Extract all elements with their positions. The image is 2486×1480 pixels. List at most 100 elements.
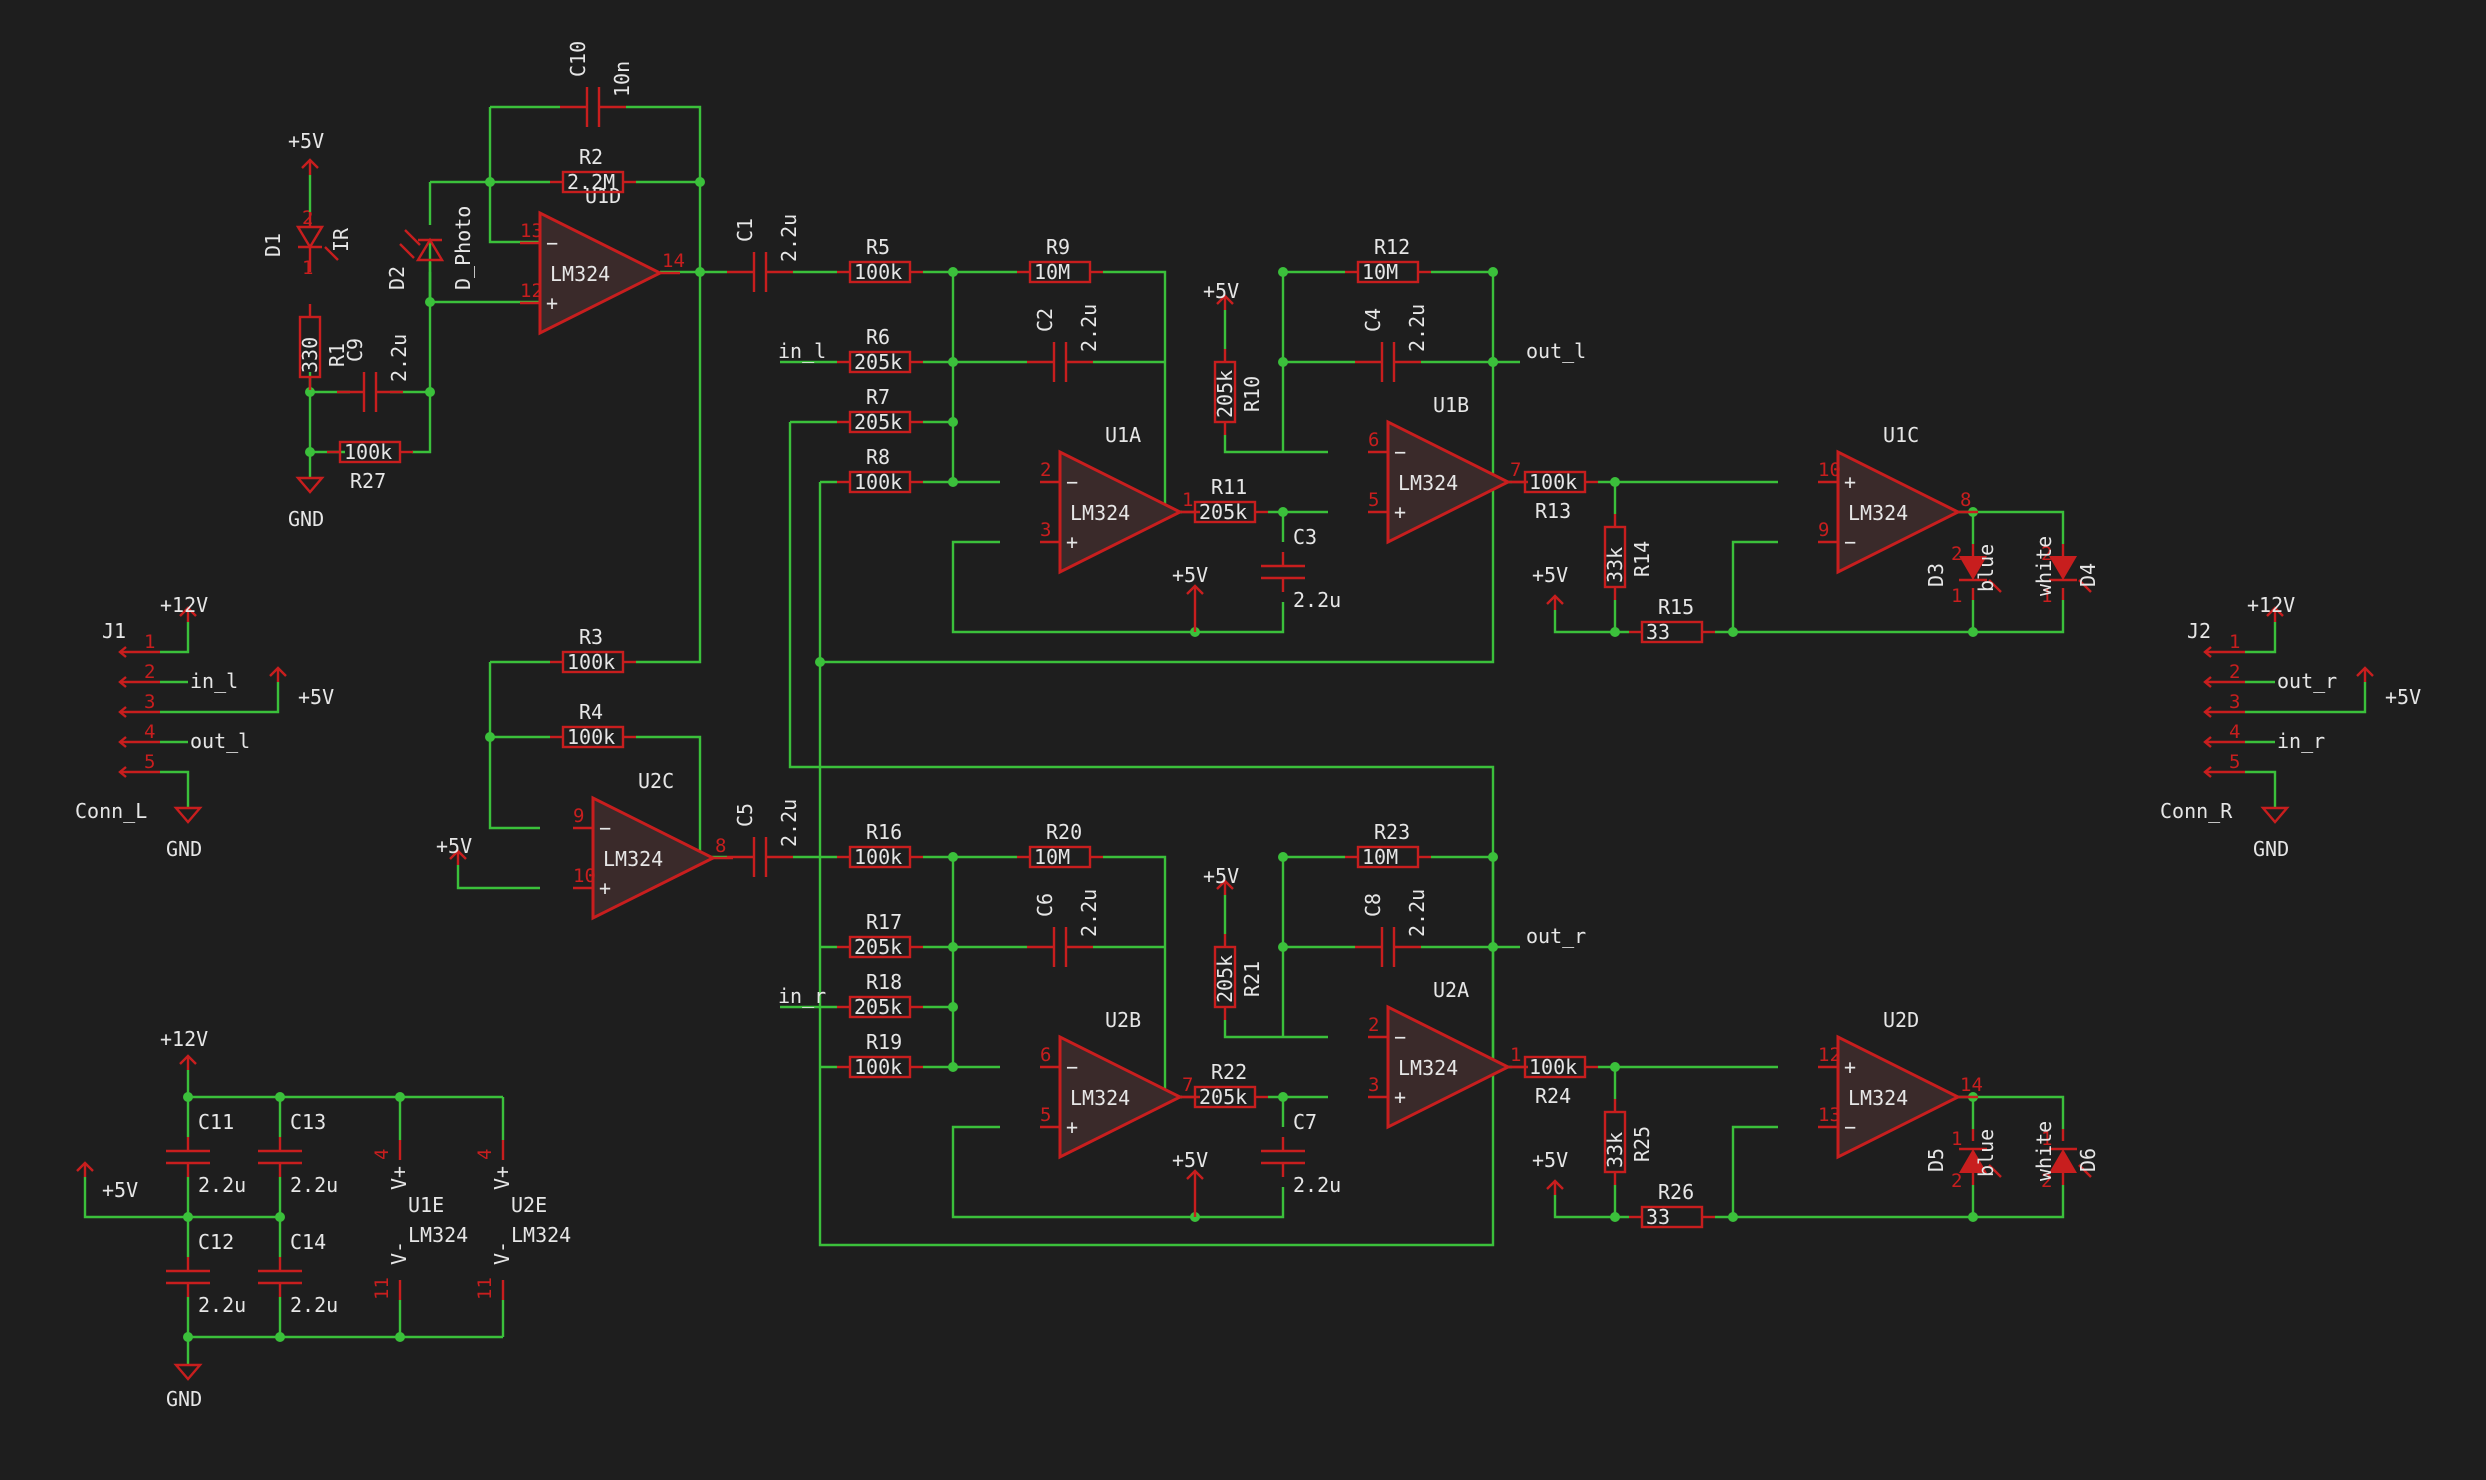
opamp-sign: +	[1394, 1085, 1406, 1109]
led-ref: D1	[261, 233, 285, 257]
connector-pin-number: 3	[2229, 691, 2240, 713]
resistor-ref: R16	[866, 820, 902, 844]
resistor-value: 100k	[854, 845, 902, 869]
connector-ref: J2	[2187, 619, 2211, 643]
opamp-pin-number: 3	[1040, 519, 1051, 541]
capacitor-value: 2.2u	[777, 214, 801, 262]
resistor-ref: R27	[350, 469, 386, 493]
capacitor-value: 2.2u	[198, 1293, 246, 1317]
led-value: blue	[1974, 1129, 1998, 1177]
opamp-pin-number: 6	[1368, 429, 1379, 451]
led-triangle	[1959, 1149, 1987, 1173]
wire	[636, 272, 702, 664]
capacitor-ref: C3	[1293, 525, 1317, 549]
opamp-pin-number: 13	[520, 220, 543, 242]
led-ray	[2078, 1164, 2092, 1178]
opamp-sign: +	[1066, 530, 1078, 554]
opamp-pin-number: 12	[520, 280, 543, 302]
resistor-value: 33k	[1603, 1132, 1627, 1168]
power-pin-number: 11	[474, 1277, 496, 1300]
wire	[186, 1070, 503, 1099]
opamp-body	[1386, 419, 1512, 545]
resistor-value: 100k	[854, 1055, 902, 1079]
opamp-sign: +	[1844, 470, 1856, 494]
junction-dot	[815, 657, 825, 667]
opamp-value: LM324	[1848, 1086, 1908, 1110]
junction-dot	[1278, 267, 1288, 277]
resistor-value: 33	[1646, 620, 1670, 644]
power-5v-j2: +5V	[2356, 666, 2421, 709]
led-ref: D4	[2076, 563, 2100, 587]
opamp-value: LM324	[603, 847, 663, 871]
opamp-value: LM324	[1398, 1056, 1458, 1080]
opamp-pin-number: 3	[1368, 1074, 1379, 1096]
opamp-body	[1836, 1034, 1962, 1160]
capacitor-c4: C4 2.2u	[1355, 304, 1429, 382]
junction-dot	[948, 1002, 958, 1012]
capacitor-value: 2.2u	[1405, 304, 1429, 352]
capacitor-ref: C12	[198, 1230, 234, 1254]
led-ray	[2078, 579, 2092, 593]
connector-pin-number: 5	[144, 751, 155, 773]
opamp-pin-number: 8	[715, 835, 726, 857]
capacitor-ref: C6	[1033, 893, 1057, 917]
opamp-sign: −	[599, 816, 611, 840]
led-pin: 1	[1951, 585, 1962, 607]
opamp-pin-number: 7	[1182, 1074, 1193, 1096]
resistor-value: 205k	[1213, 955, 1237, 1003]
opamp-ref: U1D	[585, 184, 621, 208]
capacitor-c3: C3 2.2u	[1261, 525, 1341, 612]
connector-pin-number: 1	[2229, 631, 2240, 653]
junction-dot	[1610, 1212, 1620, 1222]
opamp-pin-number: 13	[1818, 1104, 1841, 1126]
resistor-ref: R13	[1535, 499, 1571, 523]
power-unit-ref: U1E	[408, 1193, 444, 1217]
opamp-pin-number: 1	[1510, 1044, 1521, 1066]
svg-text:+12V: +12V	[160, 593, 208, 617]
opamp-value: LM324	[1848, 501, 1908, 525]
resistor-value: 205k	[854, 410, 902, 434]
led-ref: D3	[1924, 563, 1948, 587]
led-pin: 2	[1951, 1170, 1962, 1192]
power-12v-decoupling: +12V	[160, 1027, 208, 1070]
capacitor-ref: C7	[1293, 1110, 1317, 1134]
opamp-sign: −	[1844, 530, 1856, 554]
opamp-sign: +	[1066, 1115, 1078, 1139]
connector-pin-number: 4	[144, 721, 155, 743]
wire	[1731, 1125, 1778, 1217]
power-5v-r10: +5V	[1203, 279, 1239, 310]
power-5v-r21: +5V	[1203, 864, 1239, 895]
capacitor-value: 2.2u	[1293, 588, 1341, 612]
power-unit-ref: U2E	[511, 1193, 547, 1217]
connector-pin-number: 3	[144, 691, 155, 713]
resistor-ref: R2	[579, 145, 603, 169]
junction-dot	[1488, 267, 1498, 277]
capacitor-ref: C4	[1361, 308, 1385, 332]
resistor-ref: R4	[579, 700, 603, 724]
junction-dot	[948, 852, 958, 862]
d2-ref: D2	[385, 266, 409, 290]
power-pin-number: 4	[371, 1149, 393, 1160]
wire	[1223, 1020, 1328, 1039]
junction-dot	[1278, 357, 1288, 367]
opamp-value: LM324	[1070, 1086, 1130, 1110]
led-pin: 1	[2041, 1128, 2052, 1150]
capacitor-value: 2.2u	[1077, 889, 1101, 937]
opamp-pin-number: 2	[1040, 459, 1051, 481]
